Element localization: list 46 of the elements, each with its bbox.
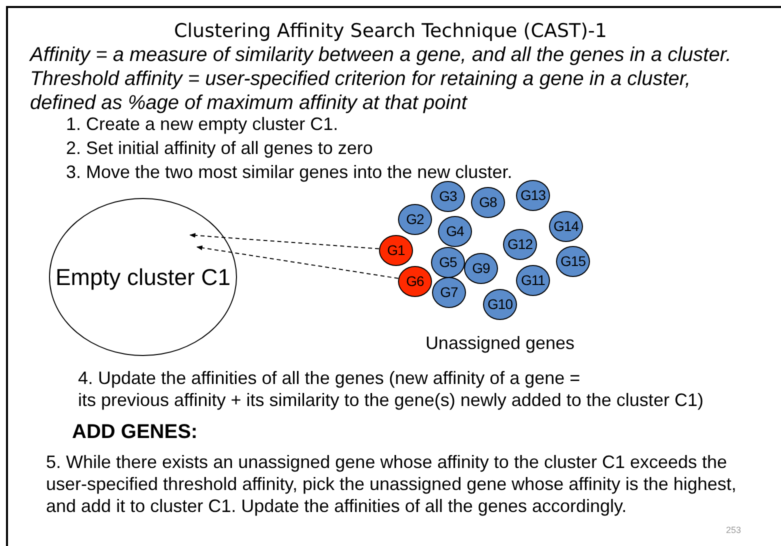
gene-label: G7 — [440, 284, 458, 300]
gene-circle — [503, 228, 537, 260]
gene-label: G12 — [508, 236, 532, 252]
gene-label: G15 — [560, 253, 586, 269]
gene-circle — [438, 216, 472, 246]
step-text: 1. Create a new empty cluster C1. — [66, 114, 338, 135]
gene-label: G6 — [406, 273, 424, 289]
gene-circle — [431, 180, 465, 212]
gene-label: G3 — [439, 188, 457, 204]
step-text: 2. Set initial affinity of all genes to zero — [66, 137, 373, 159]
gene-circle — [516, 264, 550, 296]
gene-circle — [398, 266, 432, 296]
definition-text: Threshold affinity = user-specified criterion for retaining a gene in a cluster, defined as %age of maximum affinity at that point — [30, 67, 692, 115]
gene-circle — [556, 246, 590, 276]
slide-title: Clustering Affinity Search Technique (CAST)-1 — [172, 20, 608, 42]
gene-circle — [431, 246, 465, 278]
page-number: 253 — [726, 524, 742, 537]
section-heading: ADD GENES: — [72, 421, 198, 443]
gene-circle — [464, 252, 498, 284]
gene-circle — [549, 210, 583, 242]
gene-circle — [432, 276, 466, 308]
step-text: its previous affinity + its similarity to the gene(s) newly added to the cluster C1) — [78, 389, 704, 411]
gene-label: G4 — [446, 223, 464, 239]
step-text: 4. Update the affinities of all the genes (new affinity of a gene = — [78, 367, 580, 389]
gene-label: G2 — [406, 211, 424, 227]
group-caption: Unassigned genes — [424, 332, 576, 354]
step-text: 5. While there exists an unassigned gene whose affinity to the cluster C1 exceeds the user-specified threshold affinity, pick the unassigned gene whose affinity is the highest, and add it to cluster C1. Update the affinities of all the genes accordingly. — [46, 451, 738, 517]
gene-circle — [398, 204, 432, 234]
cluster-label: Empty cluster C1 — [55, 264, 231, 290]
definition-text: Affinity = a measure of similarity between a gene, and all the genes in a cluster. — [30, 43, 732, 67]
gene-label: G10 — [488, 296, 512, 312]
dashed-arrow — [196, 245, 399, 279]
gene-label: G11 — [521, 272, 545, 288]
cluster-ellipse — [49, 198, 237, 356]
gene-circle — [471, 186, 505, 218]
gene-label: G9 — [472, 260, 490, 276]
gene-label: G14 — [554, 218, 578, 234]
dashed-arrow — [189, 233, 380, 250]
gene-label: G1 — [387, 242, 405, 258]
step-text: 3. Move the two most similar genes into the new cluster. — [66, 161, 512, 183]
gene-circle — [516, 180, 550, 210]
gene-circle — [483, 288, 517, 320]
gene-circle — [379, 234, 413, 266]
gene-label: G13 — [520, 187, 546, 203]
gene-label: G5 — [439, 254, 457, 270]
gene-label: G8 — [479, 194, 497, 210]
